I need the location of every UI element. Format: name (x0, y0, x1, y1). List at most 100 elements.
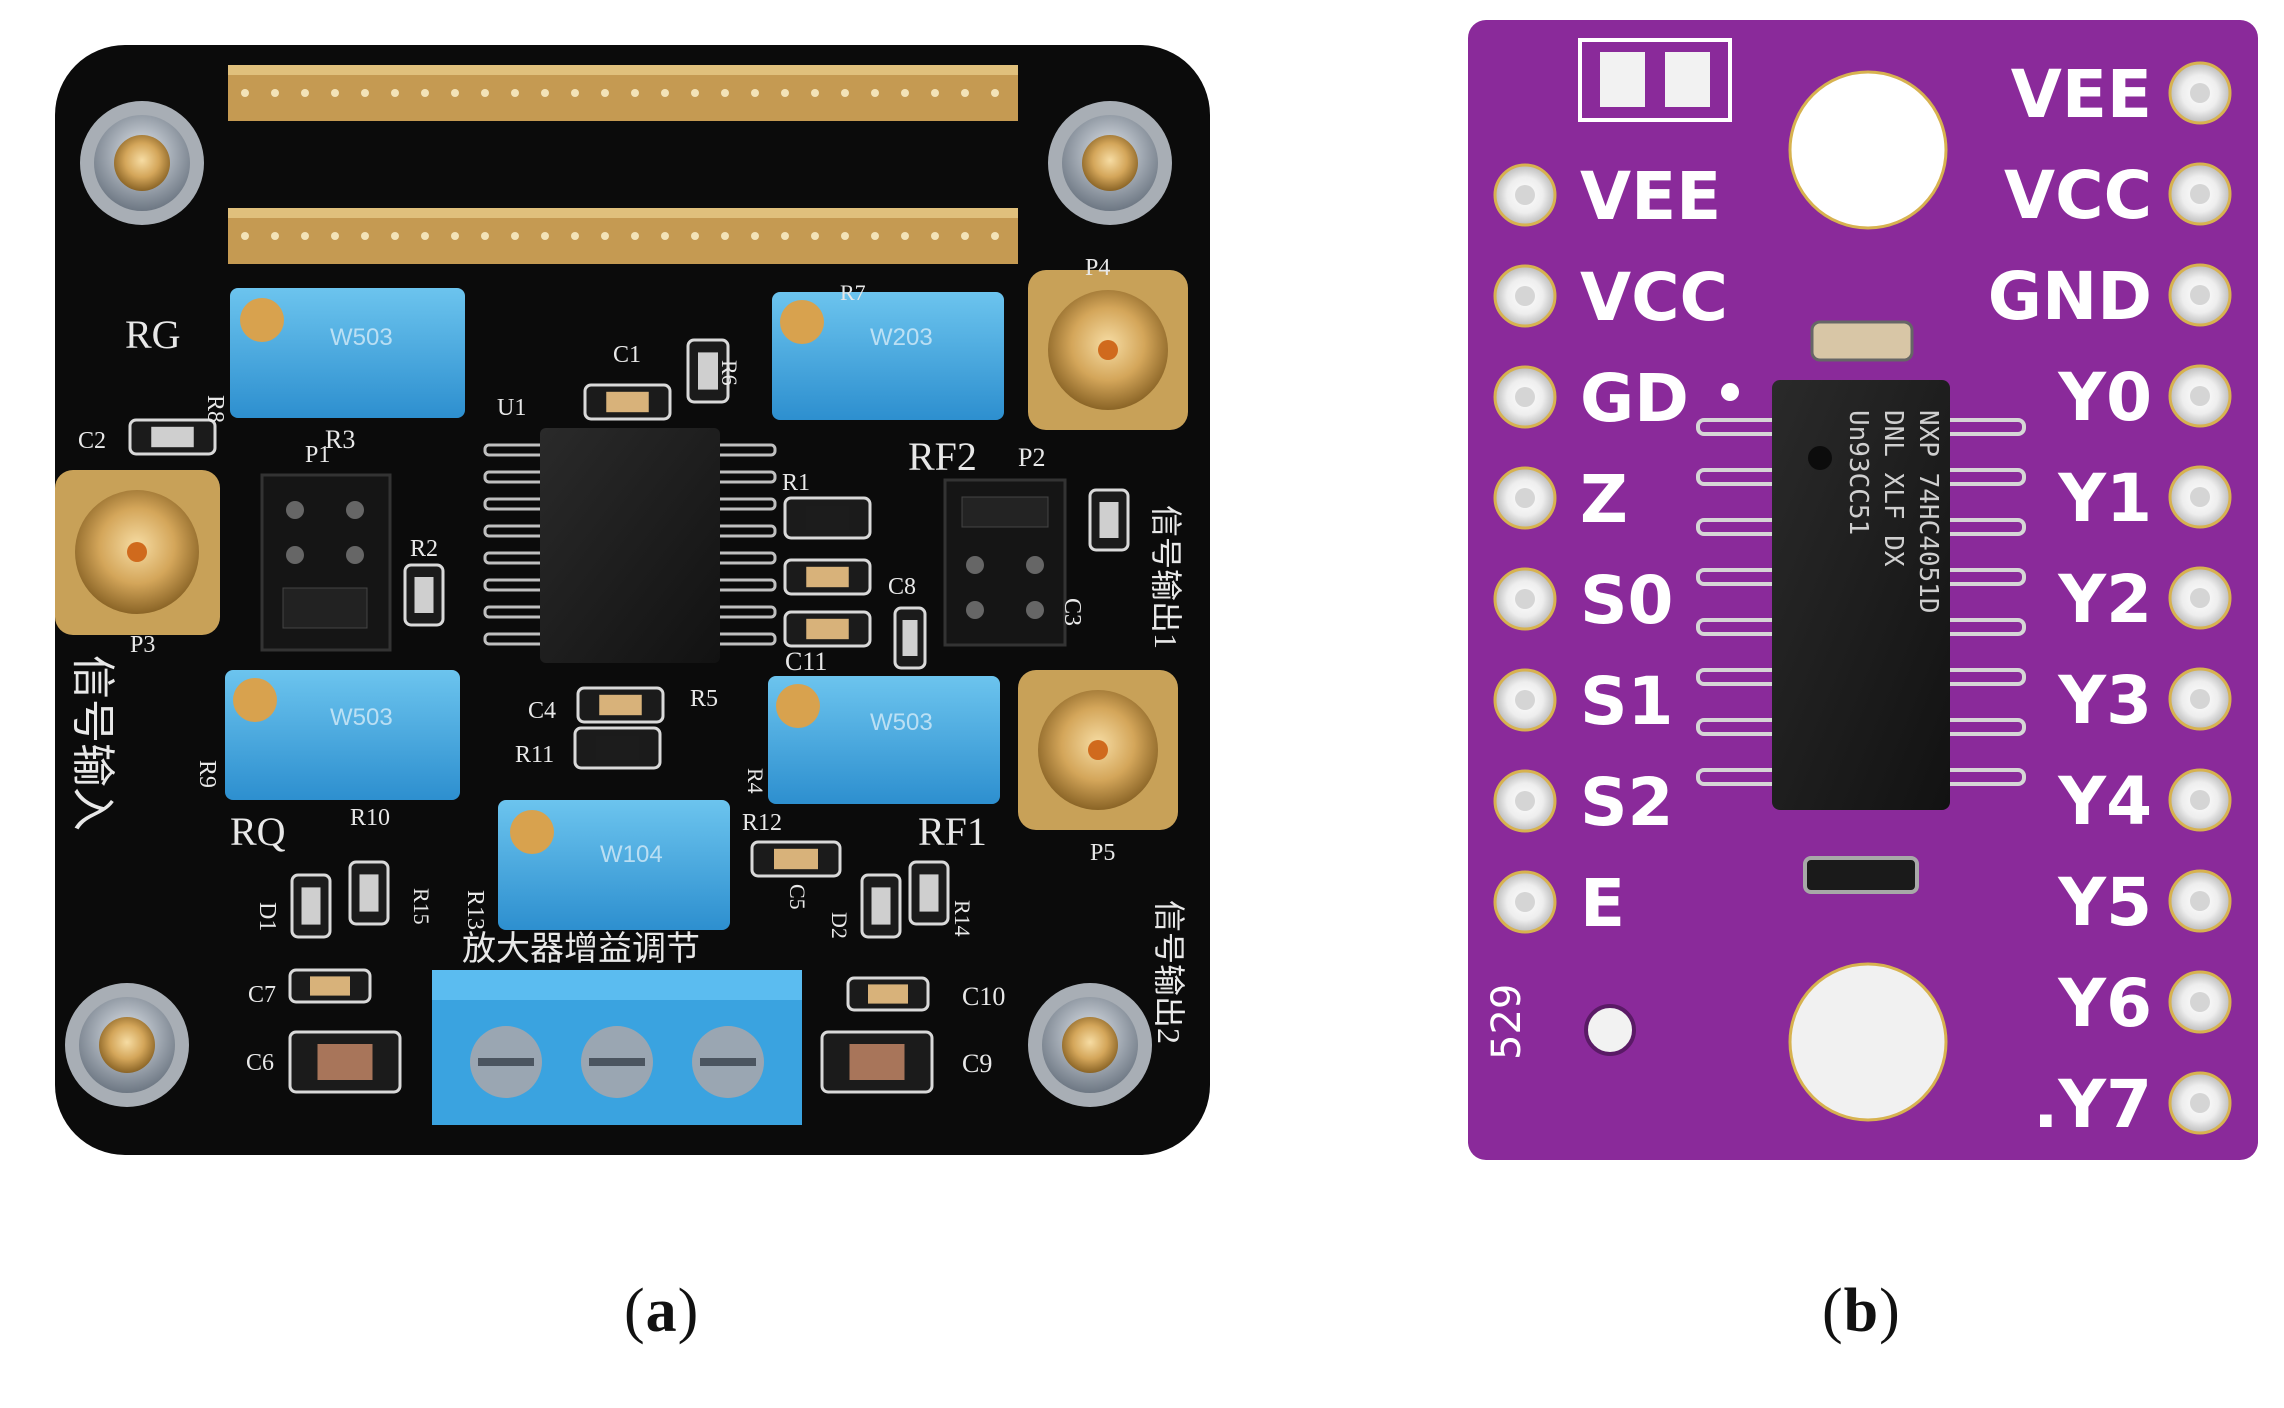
chip-marking-line: Un93CC51 (1843, 410, 1873, 535)
panel-b-photo: NXP 74HC4051D DNL XLF DX Un93CC51 VEE VCC… (1468, 20, 2258, 1160)
silkscreen-label-rf2: RF2 (908, 434, 977, 479)
smd-resistor-bottom (1803, 856, 1919, 894)
silkscreen-label-p3: P3 (130, 632, 155, 658)
silkscreen-label-r5: R5 (690, 686, 718, 712)
silkscreen-label-r1: R1 (782, 470, 810, 496)
silkscreen-label-r11: R11 (515, 742, 554, 768)
pin-label-right: .Y7 (2033, 1066, 2152, 1143)
pot-marking: W503 (330, 704, 393, 731)
pot-marking: W503 (870, 709, 933, 736)
silkscreen-label-c9: C9 (962, 1049, 992, 1078)
silkscreen-label-r9: R9 (194, 760, 220, 788)
pot-marking: W104 (600, 841, 663, 868)
pin-label-right: Y5 (2057, 864, 2152, 941)
caption-b-letter: b (1843, 1277, 1880, 1345)
header-strip-bottom (228, 208, 1018, 264)
trim-pot-rf1: W503 (768, 676, 1000, 804)
pin-label-right: VEE (2011, 56, 2152, 133)
silkscreen-label-p2: P2 (1018, 443, 1045, 472)
chip-marking-line: NXP 74HC4051D (1913, 410, 1943, 614)
mount-post-bottom-left (65, 983, 189, 1107)
board-number: 529 (1484, 984, 1530, 1060)
sma-connector-p5 (1018, 670, 1178, 830)
mount-post-bottom-right (1028, 983, 1152, 1107)
pot-marking: W203 (870, 324, 933, 351)
pin-label-left: GD (1580, 360, 1689, 437)
silkscreen-label-c4: C4 (528, 698, 556, 724)
silkscreen-label-c5: C5 (785, 884, 810, 910)
silkscreen-label-gain-cn: 放大器增益调节 (462, 930, 700, 968)
pin-label-left: E (1580, 865, 1625, 942)
trim-pot-rg: W503 (230, 288, 465, 418)
silkscreen-label-r2: R2 (410, 536, 438, 562)
terminal-block (432, 970, 802, 1125)
smd-capacitor-top (1810, 320, 1914, 362)
pin-label-left: S0 (1580, 562, 1673, 639)
pin-label-right: Y2 (2057, 561, 2152, 638)
caption-a-close: ) (677, 1277, 700, 1345)
silkscreen-label-r6: R6 (717, 360, 742, 386)
silkscreen-label-r13: R13 (462, 890, 488, 930)
pin-label-right: Y3 (2057, 662, 2152, 739)
solder-jumper-pad (1578, 38, 1732, 122)
pin-header-b (1493, 61, 2232, 1135)
pin-label-left: S1 (1580, 663, 1673, 740)
silkscreen-label-p4: P4 (1085, 255, 1110, 281)
silkscreen-label-r3: R3 (325, 425, 355, 454)
pin-label-right: GND (1988, 258, 2152, 335)
silkscreen-label-r8: R8 (202, 395, 228, 423)
caption-b-open: ( (1822, 1277, 1844, 1345)
mounting-hole-bottom (1788, 962, 1948, 1122)
silkscreen-label-r14: R14 (950, 900, 975, 937)
silkscreen-label-r4: R4 (743, 768, 768, 794)
mount-post-top-left (80, 101, 204, 225)
via (1584, 1004, 1636, 1056)
caption-a-open: ( (624, 1277, 646, 1345)
silkscreen-label-p5: P5 (1090, 840, 1115, 866)
silkscreen-label-r7: R7 (840, 280, 866, 305)
header-holes (241, 89, 999, 240)
silkscreen-label-d2: D2 (827, 912, 852, 939)
sma-connector-p4 (1028, 270, 1188, 430)
trim-pot-rq: W503 (225, 670, 460, 800)
silkscreen-label-r12: R12 (742, 810, 782, 836)
pot-marking: W503 (330, 324, 393, 351)
pin-label-left: S2 (1580, 764, 1673, 841)
trim-pot-r13: W104 (498, 800, 730, 930)
caption-a-letter: a (645, 1277, 678, 1345)
silkscreen-label-out2-cn: 信号输出2 (1151, 900, 1187, 1044)
mount-post-top-right (1048, 101, 1172, 225)
silkscreen-label-c6: C6 (246, 1050, 274, 1076)
caption-a: (a) (624, 1276, 699, 1347)
silkscreen-label-u1: U1 (497, 395, 526, 421)
silkscreen-label-r10: R10 (350, 805, 390, 831)
caption-b: (b) (1822, 1276, 1901, 1347)
pin-label-left: VCC (1580, 259, 1728, 336)
ic-u1 (483, 428, 777, 663)
trim-pot-rf2: W203 (772, 292, 1004, 420)
silkscreen-label-d1: D1 (254, 902, 280, 931)
silkscreen-label-input-cn: 信号输入 (68, 655, 117, 831)
pin-label-right: Y4 (2057, 763, 2152, 840)
silkscreen-label-c7: C7 (248, 982, 276, 1008)
chip-marking-line: DNL XLF DX (1878, 410, 1908, 567)
silkscreen-label-rq: RQ (230, 809, 286, 854)
silkscreen-label-c1: C1 (613, 342, 641, 368)
header-strip-top (228, 65, 1018, 121)
silkscreen-label-c2: C2 (78, 428, 106, 454)
mounting-hole-top (1788, 70, 1948, 230)
pin-label-right: Y0 (2057, 359, 2152, 436)
silkscreen-label-r15: R15 (409, 888, 434, 925)
ic-74hc4051: NXP 74HC4051D DNL XLF DX Un93CC51 (1696, 380, 2026, 810)
pin-label-right: Y1 (2057, 460, 2152, 537)
silkscreen-label-c10: C10 (962, 982, 1005, 1011)
caption-b-close: ) (1879, 1277, 1901, 1345)
silkscreen-label-rg: RG (125, 312, 181, 357)
smd-components (128, 338, 1130, 1094)
jumper-p1 (260, 473, 392, 652)
sma-connector-p3 (55, 470, 220, 635)
silkscreen-label-c11: C11 (785, 647, 827, 676)
pin-labels-b: VEEVCCGDZS0S1S2EVEEVCCGNDY0Y1Y2Y3Y4Y5Y6.… (1580, 56, 2152, 1143)
